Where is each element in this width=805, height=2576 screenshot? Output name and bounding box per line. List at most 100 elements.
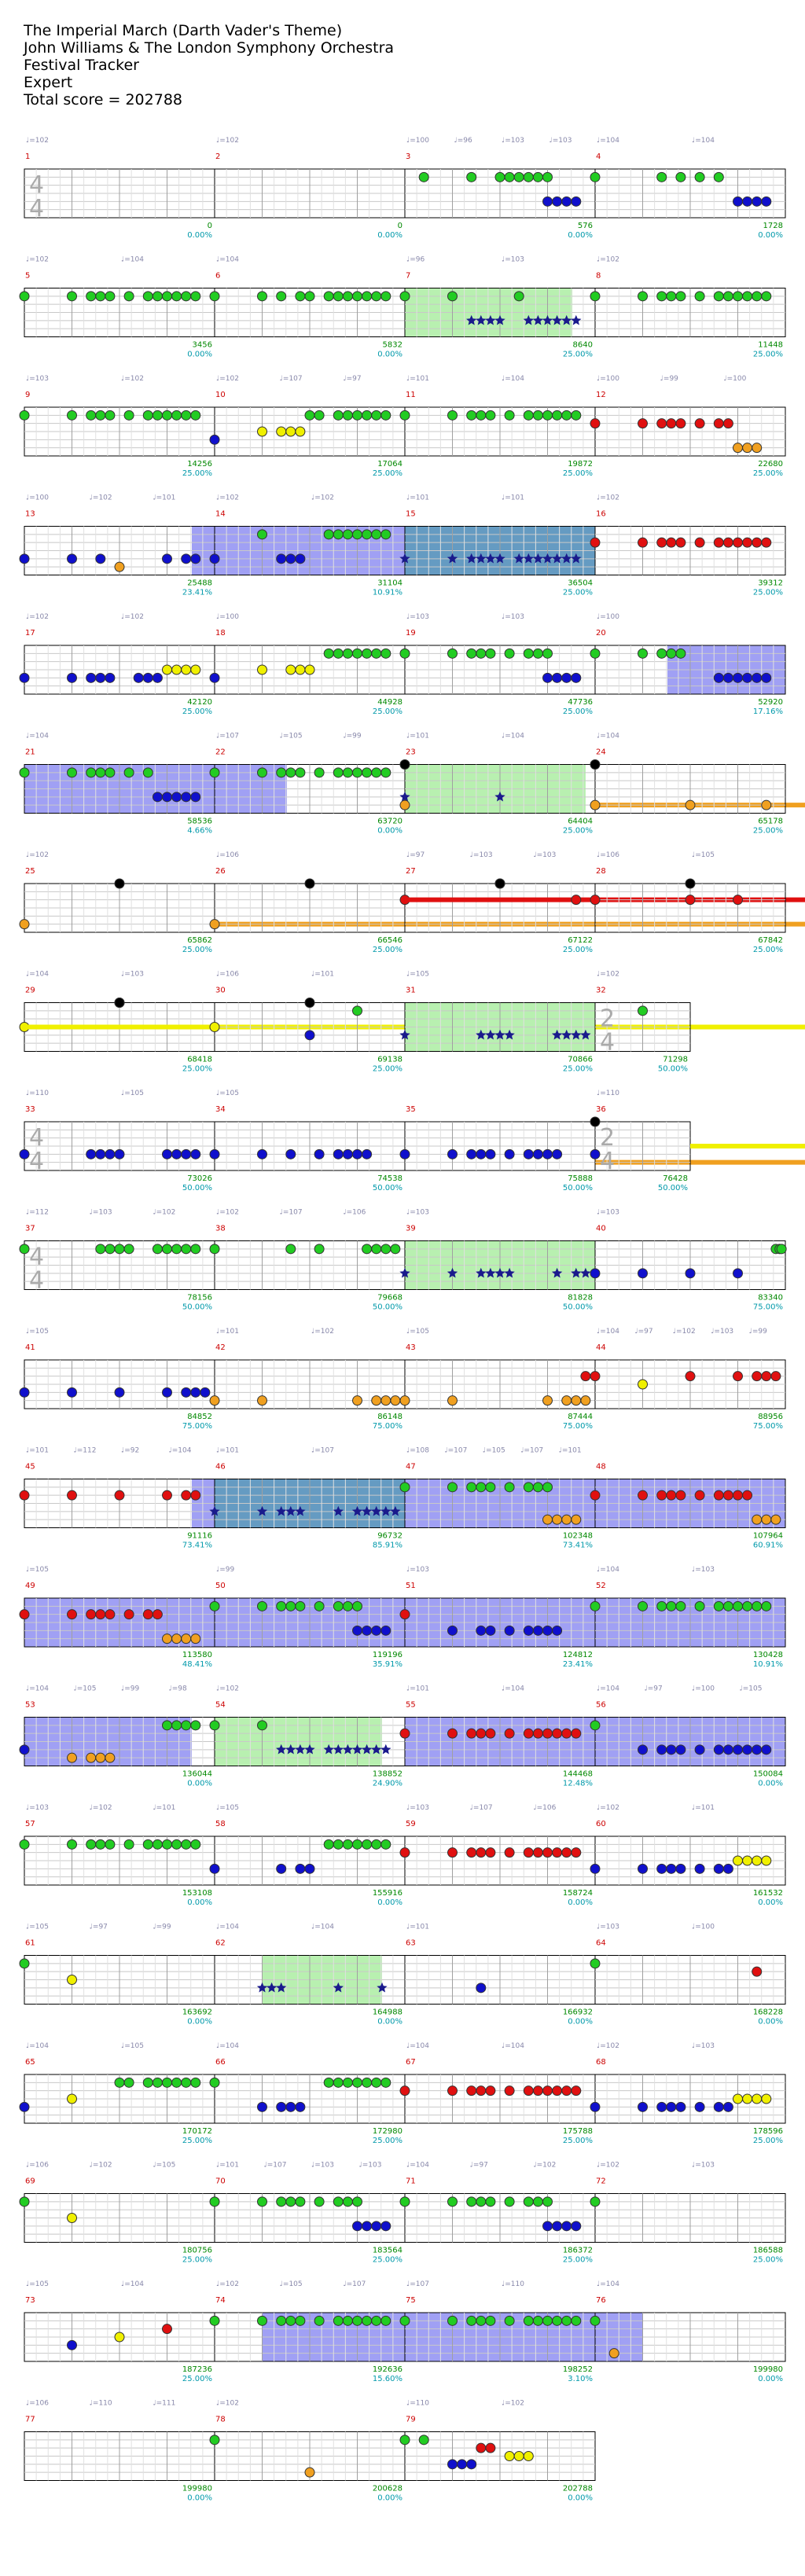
tempo-marker: ♩=100 xyxy=(723,375,746,383)
note xyxy=(532,410,543,421)
tempo-marker: ♩=103 xyxy=(26,1804,49,1812)
completion-percent: 25.00% xyxy=(182,2375,212,2383)
note xyxy=(466,2315,477,2326)
note xyxy=(542,1148,553,1159)
tempo-marker: ♩=104 xyxy=(597,2280,619,2288)
note xyxy=(257,426,267,437)
tempo-marker: ♩=103 xyxy=(359,2162,382,2170)
note xyxy=(152,291,163,302)
note xyxy=(209,1720,220,1731)
tempo-marker: ♩=107 xyxy=(520,1447,543,1455)
measure-number: 65 xyxy=(25,2058,35,2067)
note xyxy=(666,1863,677,1874)
note xyxy=(171,1839,182,1850)
note xyxy=(209,1863,220,1874)
note xyxy=(86,767,97,778)
tempo-marker: ♩=102 xyxy=(597,971,619,979)
star-note xyxy=(485,1029,496,1040)
note xyxy=(380,1625,391,1636)
measure-number: 73 xyxy=(25,2296,35,2305)
note xyxy=(666,1744,677,1755)
cumulative-score: 42120 xyxy=(187,698,212,707)
note xyxy=(675,1600,686,1611)
note xyxy=(19,1958,30,1969)
note xyxy=(638,2101,648,2112)
note xyxy=(19,672,30,683)
tempo-marker: ♩=101 xyxy=(502,494,524,502)
note xyxy=(362,1839,373,1850)
completion-percent: 23.41% xyxy=(563,1660,593,1669)
note xyxy=(114,2077,125,2088)
note xyxy=(694,418,705,429)
note xyxy=(276,1600,287,1611)
note xyxy=(257,767,267,778)
note xyxy=(638,648,648,659)
tempo-marker: ♩=103 xyxy=(311,2162,334,2170)
note xyxy=(314,1600,325,1611)
cumulative-score: 71298 xyxy=(663,1056,688,1064)
completion-percent: 75.00% xyxy=(563,1422,593,1431)
measure-number: 43 xyxy=(406,1343,416,1352)
star-note xyxy=(266,1982,278,1993)
measure-number: 78 xyxy=(215,2416,226,2424)
note xyxy=(276,426,287,437)
tempo-marker: ♩=102 xyxy=(26,613,49,621)
cumulative-score: 158724 xyxy=(563,1889,593,1898)
note xyxy=(181,1244,192,1255)
note xyxy=(552,2221,563,2232)
star-note xyxy=(513,553,524,564)
star-note xyxy=(399,553,410,564)
note xyxy=(466,1728,477,1739)
note xyxy=(485,2315,496,2326)
note xyxy=(476,2315,487,2326)
cumulative-score: 36504 xyxy=(568,579,593,588)
cumulative-score: 198252 xyxy=(563,2365,593,2374)
note xyxy=(552,410,563,421)
note xyxy=(371,648,382,659)
note xyxy=(362,2221,373,2232)
measure-number: 66 xyxy=(215,2058,226,2067)
tempo-marker: ♩=103 xyxy=(502,613,524,621)
note xyxy=(590,418,601,429)
tempo-marker: ♩=105 xyxy=(121,2042,144,2050)
note xyxy=(542,1847,553,1858)
completion-percent: 25.00% xyxy=(563,469,593,478)
note xyxy=(542,410,553,421)
note xyxy=(257,1148,267,1159)
note xyxy=(380,2315,391,2326)
tempo-marker: ♩=104 xyxy=(502,2042,524,2050)
tempo-marker: ♩=105 xyxy=(483,1447,505,1455)
note xyxy=(713,1490,724,1501)
note xyxy=(752,537,763,548)
measure-number: 2 xyxy=(215,153,220,161)
note xyxy=(399,2435,410,2446)
note-head xyxy=(590,799,601,810)
note xyxy=(399,1395,410,1406)
note xyxy=(504,171,515,182)
note xyxy=(114,561,125,572)
note xyxy=(19,1387,30,1398)
note xyxy=(105,1244,116,1255)
completion-percent: 25.00% xyxy=(753,351,783,359)
note xyxy=(276,2196,287,2207)
measure-number: 44 xyxy=(596,1343,606,1352)
cumulative-score: 69138 xyxy=(377,1056,402,1064)
tempo-marker: ♩=104 xyxy=(26,1685,49,1693)
tempo-marker: ♩=101 xyxy=(406,1924,429,1931)
note xyxy=(142,410,153,421)
star-note xyxy=(285,1744,296,1755)
note xyxy=(380,1839,391,1850)
completion-percent: 25.00% xyxy=(563,827,593,836)
note xyxy=(352,648,362,659)
cumulative-score: 199980 xyxy=(182,2485,212,2493)
note xyxy=(152,410,163,421)
note xyxy=(694,1744,705,1755)
